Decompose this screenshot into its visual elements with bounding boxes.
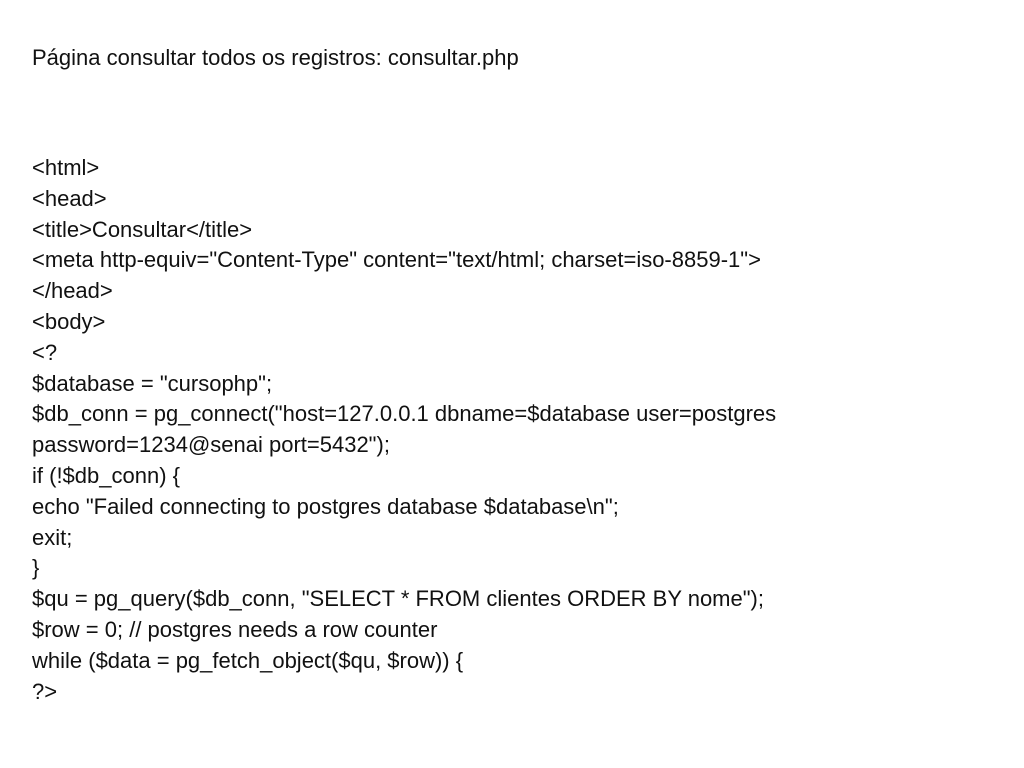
code-line-12: echo "Failed connecting to postgres data… <box>32 493 619 519</box>
code-line-5: </head> <box>32 278 113 304</box>
code-line-11: if (!$db_conn) { <box>32 462 180 488</box>
slide: Página consultar todos os registros: con… <box>32 42 1002 707</box>
code-line-1: <html> <box>32 155 100 180</box>
code-line-4: <meta http-equiv="Content-Type" content=… <box>32 247 761 273</box>
code-line-13: exit; <box>32 524 73 550</box>
code-line-15: $qu = pg_query($db_conn, "SELECT * FROM … <box>32 586 764 612</box>
code-line-16: $row = 0; // postgres needs a row counte… <box>32 616 438 642</box>
code-line-6: <body> <box>32 308 106 334</box>
code-block: <html> <head> <title>Consultar</title> <… <box>32 153 1002 707</box>
page-title: Página consultar todos os registros: con… <box>32 45 519 70</box>
code-line-2: <head> <box>32 185 107 211</box>
code-line-3: <title>Consultar</title> <box>32 216 253 242</box>
code-line-10: password=1234@senai port=5432"); <box>32 432 390 458</box>
code-line-18: ?> <box>32 678 58 704</box>
code-line-8: $database = "cursophp"; <box>32 370 273 396</box>
code-line-17: while ($data = pg_fetch_object($qu, $row… <box>32 647 464 673</box>
code-line-7: <? <box>32 339 58 365</box>
code-line-9: $db_conn = pg_connect("host=127.0.0.1 db… <box>32 401 777 427</box>
code-line-14: } <box>32 555 40 581</box>
